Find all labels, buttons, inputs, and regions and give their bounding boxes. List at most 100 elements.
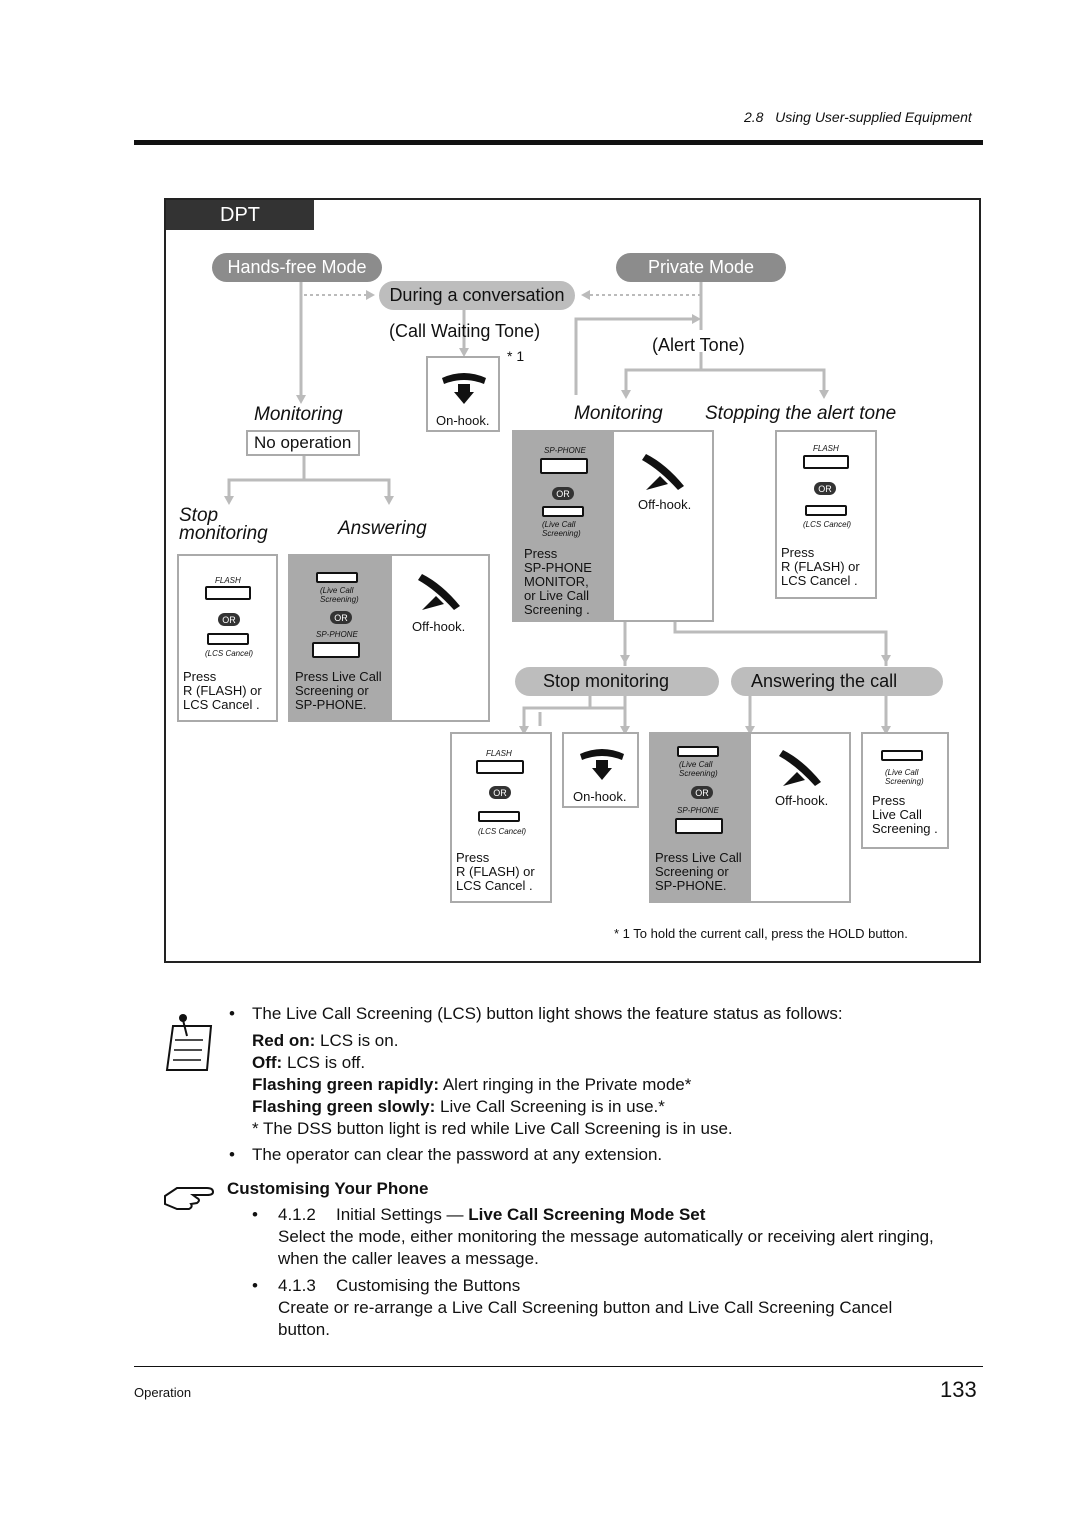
press-flash-line-3: LCS Cancel . bbox=[183, 697, 260, 712]
handset-offhook-icon bbox=[779, 750, 821, 786]
dpt-tab: DPT bbox=[166, 200, 314, 230]
press-live-line-1: Press bbox=[872, 793, 906, 808]
status-off: Off: LCS is off. bbox=[252, 1052, 733, 1074]
pointing-hand-icon bbox=[164, 1187, 215, 1210]
flash-key bbox=[803, 455, 849, 469]
note-bullet-2: • The operator can clear the password at… bbox=[229, 1144, 662, 1166]
live-call-key bbox=[677, 746, 719, 757]
live-call-key bbox=[542, 506, 584, 517]
status-label: Red on: bbox=[252, 1031, 316, 1050]
monitoring-label-left: Monitoring bbox=[254, 404, 343, 425]
press-flash-line-1: Press bbox=[183, 669, 217, 684]
asterisk-note: * The DSS button light is red while Live… bbox=[252, 1119, 733, 1138]
ref-1-number[interactable]: 4.1.2 bbox=[278, 1205, 316, 1224]
press-flash-line-3: LCS Cancel . bbox=[781, 573, 858, 588]
ref-2-description: Create or re-arrange a Live Call Screeni… bbox=[278, 1297, 892, 1341]
footer-rule bbox=[134, 1366, 983, 1367]
monitoring-label-right: Monitoring bbox=[574, 403, 663, 424]
press-live-sp-text: Press Live Call Screening or SP-PHONE. bbox=[295, 670, 382, 712]
ref-2-number[interactable]: 4.1.3 bbox=[278, 1276, 316, 1295]
press-live-sp-line-1: Press Live Call bbox=[295, 669, 382, 684]
note-bullet-1: • The Live Call Screening (LCS) button l… bbox=[229, 1003, 843, 1025]
stop-monitoring-label: Stop monitoring bbox=[179, 505, 268, 543]
ref-1-desc-line-2: when the caller leaves a message. bbox=[278, 1249, 539, 1268]
live-call-key-label-2: Screening) bbox=[679, 769, 718, 778]
live-call-key bbox=[881, 750, 923, 761]
press-live-text: Press Live Call Screening . bbox=[872, 794, 938, 836]
note-bullet-2-text: The operator can clear the password at a… bbox=[252, 1145, 663, 1164]
live-call-key-label: (Live Call Screening) bbox=[320, 586, 359, 604]
stop-label: Stop bbox=[179, 505, 219, 526]
call-waiting-tone-label: (Call Waiting Tone) bbox=[389, 321, 541, 341]
bullet-glyph: • bbox=[252, 1205, 258, 1224]
press-live-sp-line-2: Screening or bbox=[295, 683, 369, 698]
status-text: Live Call Screening is in use.* bbox=[435, 1097, 665, 1116]
status-flash-slow: Flashing green slowly: Live Call Screeni… bbox=[252, 1096, 733, 1118]
sp-phone-key bbox=[675, 818, 723, 834]
live-call-key-label: (Live Call Screening) bbox=[885, 768, 924, 786]
lcs-cancel-key bbox=[478, 811, 520, 822]
status-label: Flashing green slowly: bbox=[252, 1097, 436, 1116]
live-call-key-label-2: Screening) bbox=[542, 529, 581, 538]
monitoring-box-right: SP-PHONE OR (Live Call Screening) Press … bbox=[512, 430, 714, 622]
live-call-key bbox=[316, 572, 358, 583]
status-label: Flashing green rapidly: bbox=[252, 1075, 440, 1094]
private-mode-pill: Private Mode bbox=[616, 253, 786, 282]
answering-call-pill: Answering the call bbox=[731, 667, 943, 696]
status-list: Red on: LCS is on. Off: LCS is off. Flas… bbox=[252, 1030, 733, 1140]
bullet-glyph: • bbox=[229, 1004, 235, 1023]
sp-phone-key bbox=[540, 458, 588, 474]
flash-key bbox=[476, 760, 524, 774]
flash-key-label: FLASH bbox=[215, 576, 241, 585]
during-conversation-pill: During a conversation bbox=[379, 281, 575, 310]
press-live-line-3: Screening . bbox=[872, 821, 938, 836]
header-rule bbox=[134, 140, 983, 145]
press-flash-line-3: LCS Cancel . bbox=[456, 878, 533, 893]
or-badge: OR bbox=[489, 786, 511, 799]
handset-onhook-icon bbox=[442, 373, 486, 404]
status-text: LCS is off. bbox=[282, 1053, 366, 1072]
press-flash-text: Press R (FLASH) or LCS Cancel . bbox=[183, 670, 262, 712]
onhook-label: On-hook. bbox=[436, 413, 490, 428]
live-call-key-label: (Live Call Screening) bbox=[679, 760, 718, 778]
customise-ref-1: • 4.1.2 Initial Settings — Live Call Scr… bbox=[252, 1204, 705, 1226]
status-text: LCS is on. bbox=[315, 1031, 399, 1050]
footnote-marker: * 1 bbox=[507, 348, 525, 364]
customise-ref-2: • 4.1.3 Customising the Buttons bbox=[252, 1275, 520, 1297]
live-call-key-label-1: (Live Call bbox=[320, 586, 354, 595]
press-flash-text: Press R (FLASH) or LCS Cancel . bbox=[456, 851, 535, 893]
flash-key-label: FLASH bbox=[813, 444, 839, 453]
press-flash-line-2: R (FLASH) or bbox=[183, 683, 262, 698]
press-sp-monitor-line-2: SP-PHONE bbox=[524, 560, 592, 575]
ref-2-desc-line-2: button. bbox=[278, 1320, 330, 1339]
or-badge: OR bbox=[330, 611, 352, 624]
handsfree-mode-pill: Hands-free Mode bbox=[212, 253, 382, 282]
press-live-sp-text: Press Live Call Screening or SP-PHONE. bbox=[655, 851, 742, 893]
lcs-cancel-key bbox=[207, 633, 249, 645]
press-live-sp-line-1: Press Live Call bbox=[655, 850, 742, 865]
bullet-glyph: • bbox=[229, 1145, 235, 1164]
header-section-title: 2.8 Using User-supplied Equipment bbox=[744, 109, 972, 125]
diagram-footnote: * 1 To hold the current call, press the … bbox=[614, 926, 908, 941]
ref-1-bold: Live Call Screening Mode Set bbox=[468, 1205, 706, 1224]
stop-monitoring-box-left: FLASH OR (LCS Cancel) Press R (FLASH) or… bbox=[177, 554, 278, 722]
stopping-alert-box: FLASH OR (LCS Cancel) Press R (FLASH) or… bbox=[775, 430, 877, 599]
ref-1-description: Select the mode, either monitoring the m… bbox=[278, 1226, 934, 1270]
press-live-sp-line-3: SP-PHONE. bbox=[295, 697, 367, 712]
handset-offhook-icon bbox=[418, 574, 460, 610]
sp-phone-key-label: SP-PHONE bbox=[677, 806, 719, 815]
alert-tone-label: (Alert Tone) bbox=[652, 335, 745, 355]
onhook-box-top: On-hook. bbox=[426, 356, 500, 432]
handset-offhook-icon bbox=[642, 454, 684, 490]
customise-title: Customising Your Phone bbox=[227, 1179, 429, 1198]
press-flash-line-1: Press bbox=[456, 850, 490, 865]
press-flash-text: Press R (FLASH) or LCS Cancel . bbox=[781, 546, 860, 588]
header-title: Using User-supplied Equipment bbox=[775, 109, 972, 125]
bottom-onhook-box: On-hook. bbox=[562, 732, 639, 808]
press-live-line-2: Live Call bbox=[872, 807, 922, 822]
status-label: Off: bbox=[252, 1053, 283, 1072]
status-flash-rapid: Flashing green rapidly: Alert ringing in… bbox=[252, 1074, 733, 1096]
sp-phone-key bbox=[312, 642, 360, 658]
sp-phone-key-label: SP-PHONE bbox=[316, 630, 358, 639]
offhook-label: Off-hook. bbox=[638, 497, 692, 512]
